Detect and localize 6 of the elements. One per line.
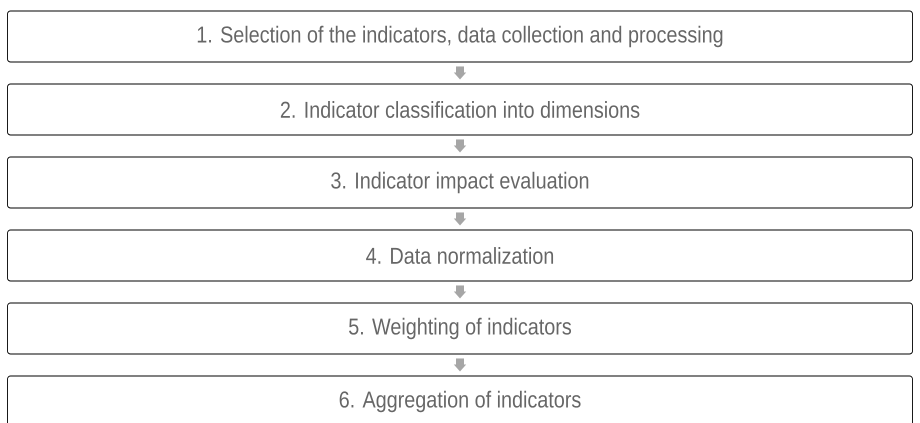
step-box: 5. Weighting of indicators (7, 302, 913, 354)
step-box: 3. Indicator impact evaluation (7, 156, 913, 208)
step-box: 6. Aggregation of indicators (7, 376, 913, 423)
step-box: 4. Data normalization (7, 230, 913, 282)
step-box: 1. Selection of the indicators, data collection and processing (7, 10, 913, 62)
step-box: 2. Indicator classification into dimensions (7, 84, 913, 136)
